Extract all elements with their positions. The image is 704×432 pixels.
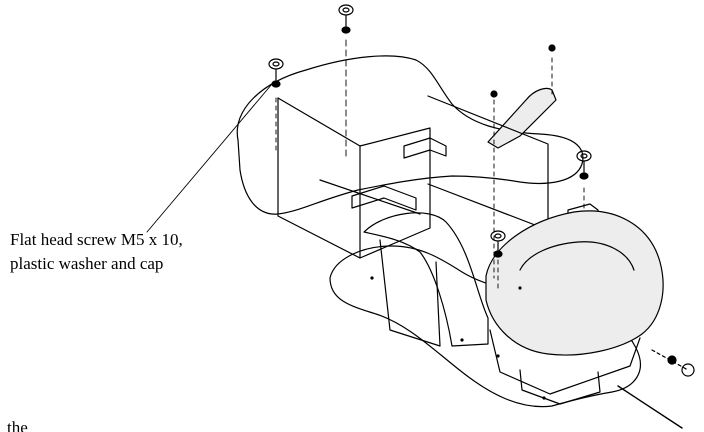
left-bracket: [351, 185, 417, 211]
screw-set-5: [576, 150, 592, 180]
callout-label: Flat head screw M5 x 10, plastic washer …: [10, 228, 183, 276]
screw-set-3: [548, 44, 556, 52]
cut-off-text: the: [7, 418, 28, 432]
callout-leader-line: [146, 83, 273, 233]
screw-set-4: [490, 90, 498, 98]
knob-washer: [667, 355, 677, 365]
screw-set-2: [338, 4, 354, 34]
fastener-dots: [370, 276, 546, 400]
top-seat-plate: [236, 55, 584, 215]
tube: [617, 385, 683, 429]
column-lower: [379, 239, 441, 347]
center-bracket: [403, 137, 447, 159]
rear-panel: [427, 95, 549, 231]
arm-bracket: [487, 87, 557, 149]
cover-dome: [485, 210, 664, 356]
underbody-box: [519, 369, 601, 405]
screw-set-1: [268, 58, 284, 88]
frame-left-panel: [277, 97, 361, 259]
screw-set-6: [490, 230, 506, 258]
inner-column: [363, 212, 489, 347]
knob-cap: [681, 363, 695, 377]
callout-line-2: plastic washer and cap: [10, 254, 164, 273]
callout-line-1: Flat head screw M5 x 10,: [10, 230, 183, 249]
frame-mid-rail: [319, 179, 421, 215]
frame-top-edge: [277, 97, 361, 147]
underbody-housing: [489, 329, 641, 395]
cover-base: [519, 241, 635, 271]
frame-right-panel: [359, 127, 431, 259]
